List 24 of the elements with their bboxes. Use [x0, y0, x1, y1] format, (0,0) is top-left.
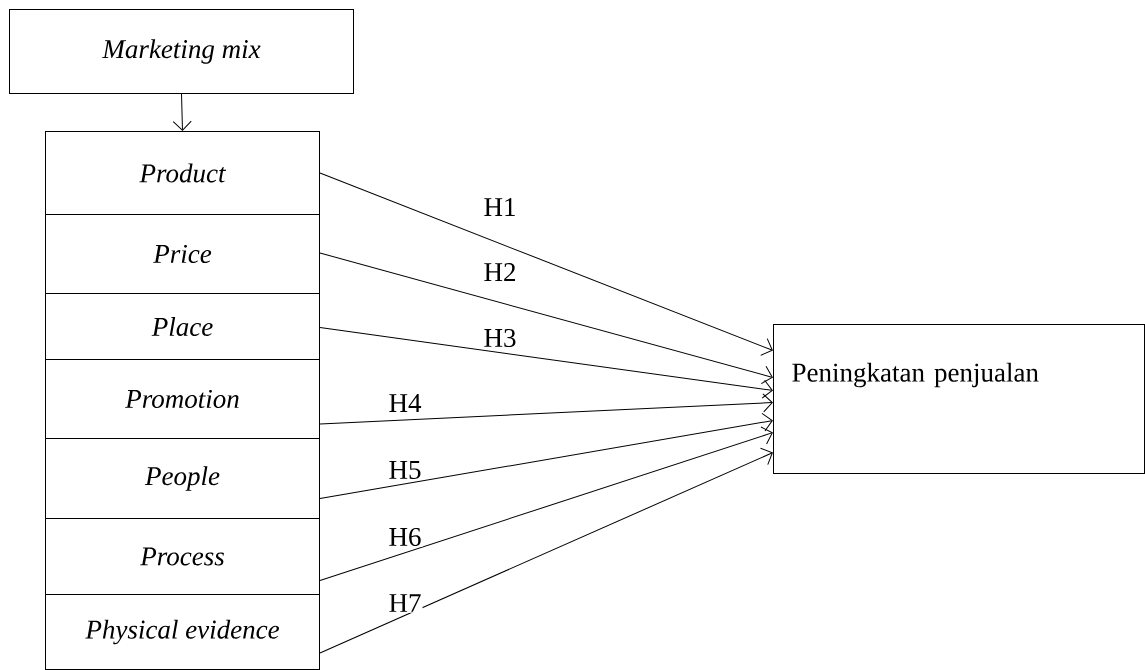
edge-label: H5	[387, 460, 423, 480]
arrow	[319, 327, 773, 399]
category-box: Promotion	[45, 359, 320, 439]
category-box: Product	[45, 131, 320, 215]
category-box: People	[45, 438, 320, 519]
arrow	[319, 393, 773, 425]
concept-box: Marketing mix	[9, 9, 354, 94]
outcome-box: Peningkatan penjualan	[773, 324, 1145, 474]
edge-label: H2	[482, 262, 518, 282]
arrow	[319, 412, 773, 499]
arrow	[319, 447, 773, 654]
category-box: Place	[45, 293, 320, 360]
arrow	[319, 172, 773, 356]
edge-label: H6	[387, 526, 423, 548]
edge-label: H7	[387, 593, 423, 613]
edge-label: H1	[482, 197, 518, 217]
edge-label: H3	[482, 327, 518, 349]
arrow	[319, 252, 773, 385]
category-box: Process	[45, 518, 320, 595]
category-box: Price	[45, 214, 320, 294]
arrow	[172, 93, 192, 131]
arrow	[319, 426, 773, 581]
edge-label: H4	[387, 393, 423, 413]
category-box: Physical evidence	[45, 594, 320, 670]
